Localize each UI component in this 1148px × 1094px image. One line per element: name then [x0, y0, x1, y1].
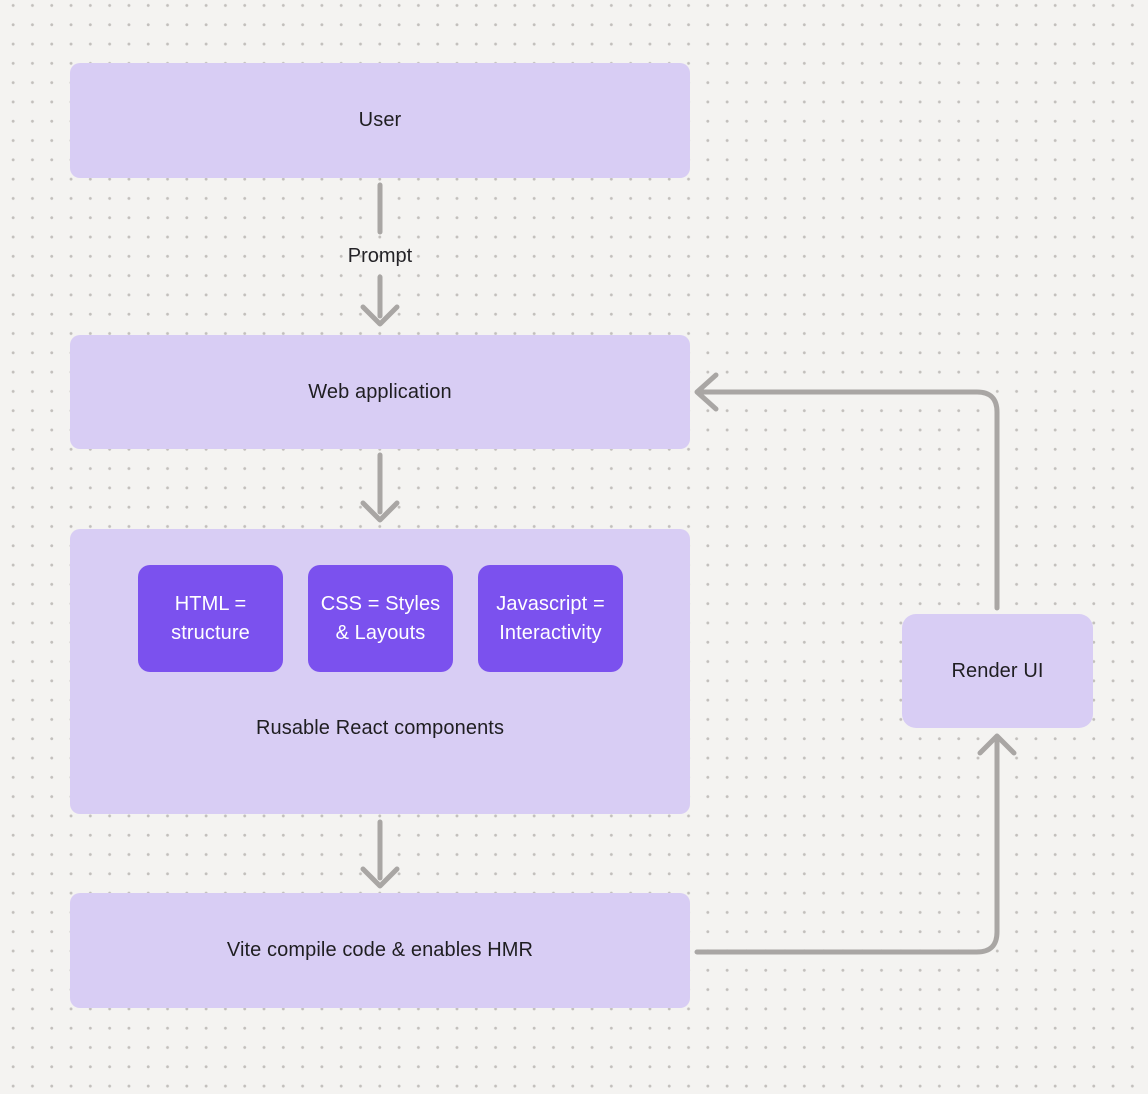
edge-components-to-vite-arrowhead [360, 866, 400, 889]
node-render-ui[interactable]: Render UI [902, 614, 1093, 728]
chip-css-line-1: CSS = Styles [320, 592, 441, 615]
edge-webapp-to-components-arrowhead [360, 500, 400, 523]
edge-renderui-to-webapp-arrowhead [694, 372, 719, 412]
chip-javascript-interactivity[interactable]: Javascript = Interactivity [478, 565, 623, 672]
chip-css-styles[interactable]: CSS = Styles & Layouts [308, 565, 453, 672]
node-user-label: User [358, 109, 402, 131]
node-vite[interactable]: Vite compile code & enables HMR [70, 893, 690, 1008]
node-render-ui-label: Render UI [951, 659, 1044, 682]
edge-renderui-to-webapp-line [698, 389, 1000, 611]
chip-html-line-2: structure [171, 621, 250, 644]
node-vite-label: Vite compile code & enables HMR [226, 939, 534, 961]
node-web-application-label: Web application [308, 380, 452, 403]
chip-javascript-line-2: Interactivity [499, 621, 602, 644]
node-web-application[interactable]: Web application [70, 335, 690, 449]
node-components-group[interactable]: HTML = structure CSS = Styles & Layouts … [70, 529, 690, 814]
chip-javascript-line-1: Javascript = [496, 592, 605, 615]
components-group-caption: Rusable React components [255, 717, 505, 739]
edge-vite-to-renderui-arrowhead [977, 733, 1017, 756]
node-user[interactable]: User [70, 63, 690, 178]
chip-html-structure[interactable]: HTML = structure [138, 565, 283, 672]
chip-css-line-2: & Layouts [335, 621, 426, 644]
chip-html-line-1: HTML = [174, 592, 247, 615]
edge-prompt-to-webapp-arrowhead [360, 304, 400, 327]
edge-vite-to-renderui-line [694, 737, 1000, 955]
edge-label-prompt: Prompt [347, 245, 413, 267]
